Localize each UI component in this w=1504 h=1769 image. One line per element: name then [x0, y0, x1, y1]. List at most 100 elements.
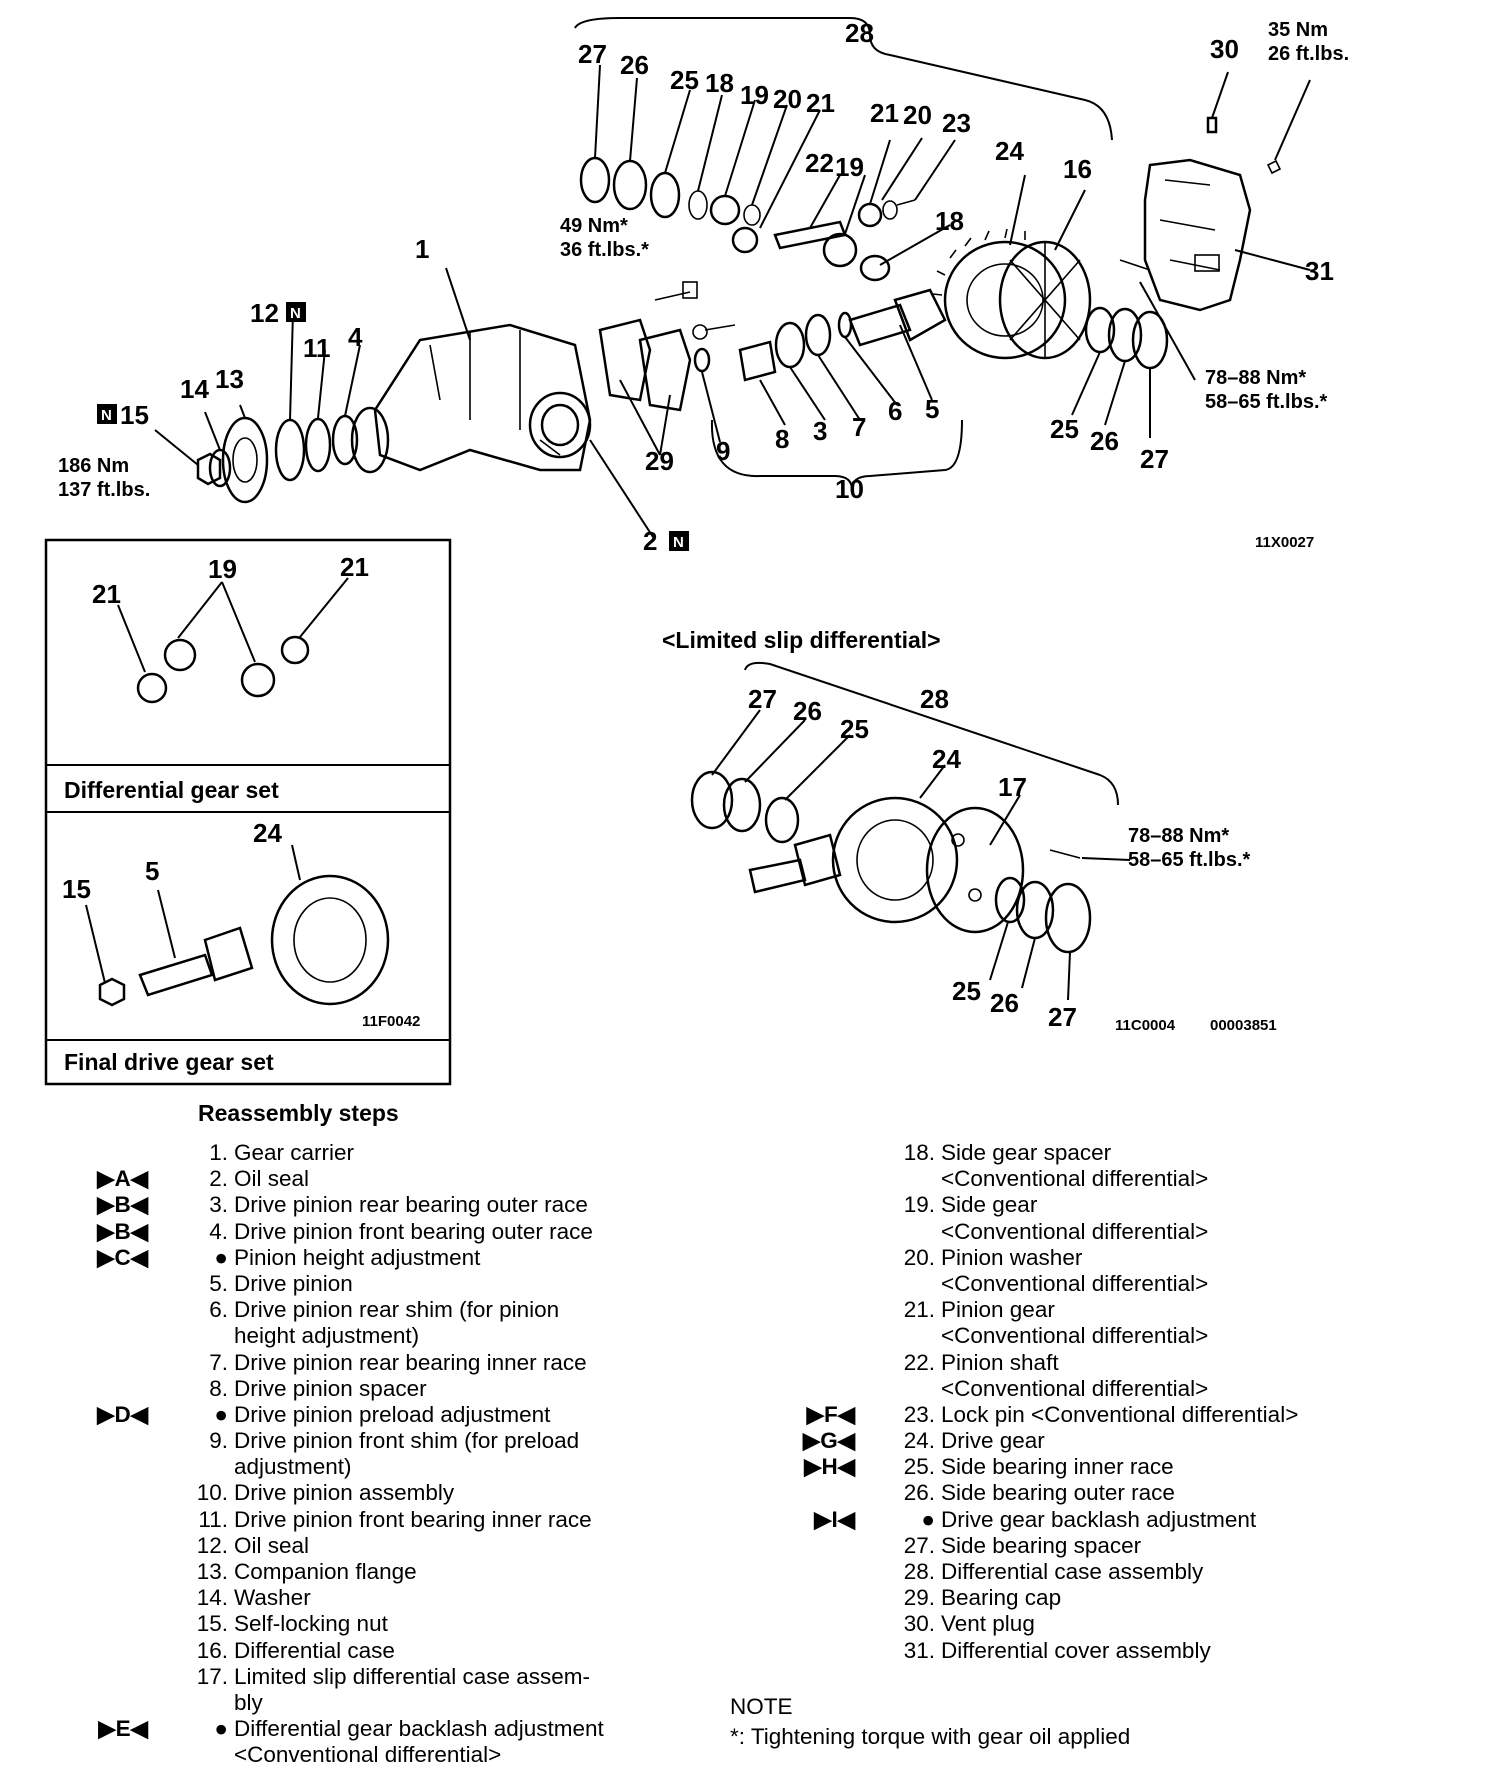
code-lsd-a: 11C0004: [1115, 1017, 1176, 1034]
torque-35-nm: 35 Nm: [1268, 19, 1328, 41]
step-text: height adjustment): [234, 1323, 420, 1349]
lsd-torque-58-ftlbs: 58–65 ft.lbs.*: [1128, 849, 1251, 871]
step-number: 26.: [903, 1480, 935, 1506]
lock-pin-part: [896, 199, 916, 206]
step-number: 19.: [903, 1192, 935, 1218]
note-title: NOTE: [730, 1694, 793, 1719]
step-number: 22.: [903, 1349, 935, 1375]
callout-21b: 21: [870, 98, 899, 128]
step-text: Pinion height adjustment: [234, 1244, 481, 1270]
callout-25b: 25: [1050, 414, 1079, 444]
side-gear-spacer-right-part: [859, 254, 891, 282]
step-text: bly: [234, 1689, 263, 1715]
rear-inner-race-part: [804, 313, 832, 357]
torque-49-nm: 49 Nm*: [560, 215, 628, 237]
pinion-gear-right-part: [857, 202, 883, 228]
step-text: Pinion shaft: [941, 1349, 1059, 1375]
step-text: Differential cover assembly: [941, 1637, 1211, 1663]
callout-20: 20: [773, 84, 802, 114]
side-gear-right-part: [822, 232, 858, 268]
step-number: 21.: [903, 1297, 935, 1323]
step-row: ▶D◀●Drive pinion preload adjustment: [97, 1401, 604, 1428]
drive-gear-part: [943, 240, 1067, 360]
step-text: Drive pinion rear shim (for pinion: [234, 1297, 560, 1323]
step-marker: ▶H◀: [804, 1454, 855, 1480]
step-number: 7.: [209, 1349, 228, 1375]
step-text: Gear carrier: [234, 1140, 355, 1165]
side-gear-spacer-part: [688, 190, 708, 220]
step-number: 10.: [196, 1480, 228, 1506]
step-text: Oil seal: [234, 1166, 310, 1192]
step-row: <Conventional differential>: [895, 1219, 1298, 1245]
step-text: Drive pinion front bearing outer race: [234, 1218, 593, 1244]
front-shim-part: [693, 347, 711, 373]
step-row: <Conventional differential>: [895, 1323, 1298, 1349]
step-text: <Conventional differential>: [234, 1742, 502, 1768]
rear-shim-part: [837, 311, 853, 339]
step-marker: ▶F◀: [806, 1401, 855, 1427]
lsd-view: <Limited slip differential> 27 26 25 28 …: [662, 627, 1277, 1034]
torque-26-ftlbs: 26 ft.lbs.: [1268, 43, 1349, 65]
inset-callout-21-left: 21: [92, 579, 121, 609]
step-number: ●: [214, 1401, 228, 1427]
callout-6: 6: [888, 396, 902, 426]
step-row: ▶E◀●Differential gear backlash adjustmen…: [98, 1716, 603, 1742]
note-text: *: Tightening torque with gear oil appli…: [730, 1724, 1131, 1749]
step-row: 19.Side gear: [895, 1192, 1298, 1218]
left-steps-list: 1.Gear carrier▶A◀2.Oil seal▶B◀3.Drive pi…: [97, 1140, 604, 1769]
front-outer-race-part: [331, 414, 359, 466]
differential-cover-part: [1143, 158, 1252, 312]
step-number: ●: [214, 1716, 228, 1742]
lsd-spacer-27-right: [1044, 882, 1092, 954]
callout-29: 29: [645, 446, 674, 476]
lsd-callout-26b: 26: [990, 988, 1019, 1018]
callout-11: 11: [303, 333, 331, 363]
step-text: <Conventional differential>: [941, 1166, 1209, 1192]
step-number: 2.: [209, 1166, 228, 1192]
step-row: <Conventional differential>: [188, 1742, 604, 1768]
step-text: Limited slip differential case assem-: [234, 1663, 590, 1689]
step-number: 14.: [196, 1585, 228, 1611]
gear-carrier-part: [373, 323, 592, 472]
step-text: Pinion washer: [941, 1244, 1083, 1270]
step-number: 23.: [903, 1401, 935, 1427]
step-text: Bearing cap: [941, 1585, 1062, 1611]
torque-58-ftlbs: 58–65 ft.lbs.*: [1205, 391, 1328, 413]
step-row: 9.Drive pinion front shim (for preload: [188, 1428, 604, 1454]
inset-pinion-gear-right: [280, 635, 310, 665]
callout-7: 7: [852, 412, 866, 442]
lsd-torque-78-nm: 78–88 Nm*: [1128, 825, 1229, 847]
step-number: 15.: [196, 1611, 228, 1637]
step-number: 12.: [196, 1532, 228, 1558]
step-number: 16.: [196, 1637, 228, 1663]
step-text: <Conventional differential>: [941, 1323, 1209, 1349]
step-row: <Conventional differential>: [895, 1376, 1298, 1402]
step-row: 10.Drive pinion assembly: [188, 1480, 604, 1506]
vent-plug-part: [1206, 116, 1218, 134]
step-text: Drive gear: [941, 1428, 1045, 1454]
step-number: 17.: [196, 1663, 228, 1689]
step-row: 13.Companion flange: [188, 1559, 604, 1585]
step-row: ▶A◀2.Oil seal: [97, 1166, 604, 1192]
step-marker: ▶E◀: [98, 1716, 148, 1742]
pinion-washer-part: [743, 204, 761, 226]
step-text: Differential case: [234, 1637, 395, 1663]
step-row: ▶F◀23.Lock pin <Conventional differentia…: [807, 1401, 1299, 1428]
final-drive-caption: Final drive gear set: [64, 1049, 274, 1075]
step-marker: ▶G◀: [802, 1428, 855, 1454]
upper-race-26-part: [612, 159, 648, 211]
lsd-pinion-shaft: [748, 858, 807, 894]
step-row: <Conventional differential>: [895, 1271, 1298, 1297]
lsd-callout-27b: 27: [1048, 1002, 1077, 1032]
inset-nut: [98, 977, 126, 1007]
lsd-bearing-25-right: [994, 876, 1026, 924]
callout-24: 24: [995, 136, 1024, 166]
callout-8: 8: [775, 424, 789, 454]
step-number: 3.: [209, 1192, 228, 1218]
torque-186-nm: 186 Nm: [58, 455, 129, 477]
step-row: ▶H◀25.Side bearing inner race: [804, 1454, 1298, 1480]
oil-seal-part: [274, 418, 306, 482]
step-number: 27.: [903, 1532, 935, 1558]
step-number: 30.: [903, 1611, 935, 1637]
step-number: 18.: [903, 1140, 935, 1165]
